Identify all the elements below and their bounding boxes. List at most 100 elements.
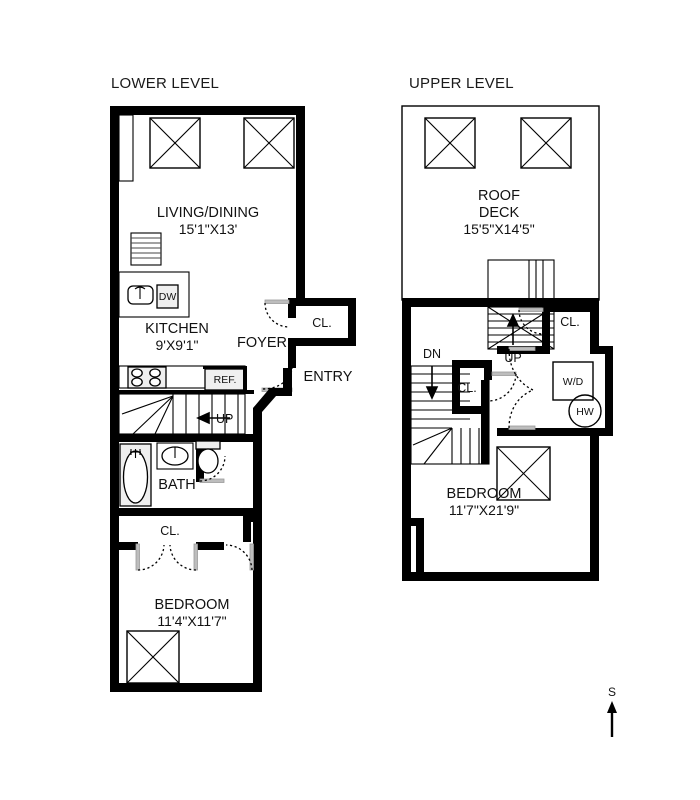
dishwasher — [156, 284, 179, 309]
kitchen-upper-counter — [118, 271, 190, 318]
upper-closet-right-top-wall — [546, 307, 592, 312]
hall-closet-right-jog — [243, 514, 262, 522]
lower-bedroom-label: BEDROOM — [155, 597, 230, 613]
living-dining-radiator — [130, 232, 162, 266]
bath-top-wall — [110, 434, 254, 442]
upper-left-wall-jog — [402, 518, 424, 526]
hall-closet-door-leaf-left[interactable] — [135, 543, 140, 571]
upper-bedroom-dimensions: 11'7"X21'9" — [449, 502, 519, 518]
roof-deck-dimensions: 15'5"X14'5" — [463, 221, 534, 237]
mech-door-leaf-upper[interactable] — [508, 346, 536, 351]
mech-door-swing-upper — [508, 348, 534, 391]
hot-water-heater — [568, 394, 602, 428]
living-dining-skylight-right — [243, 117, 295, 169]
foyer-closet-door-leaf[interactable] — [264, 299, 290, 304]
upper-left-wall — [402, 298, 411, 581]
mech-room-bottom-wall — [497, 428, 613, 436]
upper-bedroom-skylight — [496, 446, 551, 501]
lower-bottom-exterior-wall — [110, 683, 262, 692]
foyer-closet-bottom-wall — [288, 338, 356, 346]
lavatory-icon — [156, 442, 194, 470]
upper-closet-right-label: CL. — [560, 315, 579, 329]
lower-level-plan: CL. — [110, 106, 356, 692]
bath-bottom-wall — [110, 508, 254, 516]
foyer-label: FOYER — [237, 335, 287, 351]
upper-closet-center-door-leaf[interactable] — [491, 371, 517, 376]
living-dining-skylight-left — [149, 117, 201, 169]
living-dining-dimensions: 15'1"X13' — [179, 221, 238, 237]
hall-closet-door-swing-right — [169, 544, 197, 571]
lower-left-exterior-wall — [110, 106, 119, 691]
refrigerator-top-edge — [203, 366, 245, 369]
entry-label: ENTRY — [304, 369, 353, 385]
washer-dryer-label: W/D — [563, 376, 584, 388]
upper-closet-center-door-swing — [488, 373, 517, 402]
upper-level-plan: ROOF DECK 15'5"X14'5" — [401, 105, 613, 581]
upper-stair-dn-arrow-icon — [425, 366, 439, 400]
hall-closet-label: CL. — [160, 524, 179, 538]
upper-right-jog-top — [590, 346, 613, 354]
lower-bedroom-windows — [129, 683, 207, 691]
upper-bedroom-label: BEDROOM — [447, 486, 522, 502]
roof-deck-skylight-left — [424, 117, 476, 169]
hall-closet-right-wall — [243, 514, 251, 542]
lower-bedroom-skylight — [126, 630, 180, 684]
living-dining-windows — [123, 107, 299, 115]
upper-closet-center-top-wall — [452, 360, 492, 368]
hall-closet-bottom-right-wall — [196, 542, 224, 550]
stair-top-edge — [110, 390, 254, 394]
upper-closet-right-door-leaf[interactable] — [518, 307, 544, 312]
hall-closet-door-leaf-right[interactable] — [193, 543, 198, 571]
bedroom-door-leaf[interactable] — [249, 543, 254, 571]
upper-level-title: UPPER LEVEL — [409, 75, 514, 92]
roof-deck-skylight-right — [520, 117, 572, 169]
foyer-closet-left-wall-top — [288, 298, 296, 318]
bedroom-door-swing — [225, 544, 253, 571]
lower-right-wall-mid — [253, 418, 262, 516]
dishwasher-label: DW — [159, 291, 177, 303]
upper-right-wall-top — [590, 298, 599, 354]
kitchen-dimensions: 9'X9'1" — [155, 337, 198, 353]
hot-water-heater-label: HW — [576, 406, 594, 418]
upper-closet-center-right-wall-top — [484, 366, 492, 380]
mech-door-swing-lower — [508, 389, 534, 429]
lower-top-exterior-wall — [110, 106, 305, 115]
roof-deck-label-line1: ROOF — [478, 188, 520, 204]
bath-label: BATH — [158, 477, 196, 493]
upper-top-wall — [402, 298, 599, 307]
lower-level-title: LOWER LEVEL — [111, 75, 219, 92]
living-left-builtin — [118, 114, 134, 182]
range-icon — [127, 366, 167, 389]
upper-closet-center-left-wall — [452, 360, 460, 414]
entry-vestibule-wall — [253, 368, 292, 420]
mech-door-leaf-lower[interactable] — [508, 425, 536, 430]
kitchen-label: KITCHEN — [145, 321, 209, 337]
foyer-closet-right-wall — [348, 298, 356, 346]
lower-right-wall-lower — [253, 514, 262, 692]
compass-label: S — [608, 685, 616, 699]
toilet-icon — [195, 440, 221, 474]
upper-left-wall-lower — [416, 518, 424, 580]
foyer-closet-label: CL. — [312, 316, 331, 330]
stair-up-arrow-icon — [196, 411, 230, 425]
bath-door-leaf[interactable] — [199, 478, 225, 483]
roof-deck-label-line2: DECK — [479, 205, 520, 221]
foyer-closet-left-wall-bottom — [288, 338, 296, 368]
upper-closet-center-right-wall-lower — [481, 414, 489, 464]
refrigerator-label: REF. — [214, 374, 237, 386]
compass-arrow-icon — [607, 701, 617, 737]
upper-closet-right-left-wall — [542, 312, 550, 348]
upper-closet-center-label: CL. — [457, 381, 476, 395]
upper-bottom-wall — [402, 572, 599, 581]
living-dining-label: LIVING/DINING — [157, 205, 259, 221]
bath-door-swing — [199, 455, 226, 482]
stair-up-label: UP — [216, 412, 233, 426]
lower-right-wall-upper — [296, 106, 305, 300]
upper-closet-center-bottom-wall — [452, 406, 488, 414]
upper-stair-up-arrow-icon — [506, 313, 520, 345]
upper-right-wall-bottom — [590, 428, 599, 580]
upper-stair-dn-label: DN — [423, 347, 441, 361]
